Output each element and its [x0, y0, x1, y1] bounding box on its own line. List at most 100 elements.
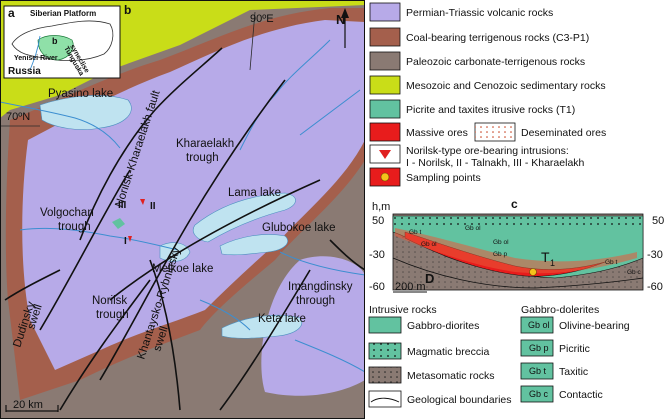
swatch-gb-p	[520, 339, 554, 357]
section-right-tick-50: 50	[652, 215, 664, 227]
inset-map: Siberian Platform Yenisei River b Tungus…	[3, 5, 121, 79]
lake-label-pyasino: Pyasino lake	[48, 88, 113, 100]
glubokoe-lake	[219, 234, 288, 256]
section-right-tick-m60: -60	[647, 281, 663, 293]
metasomatic-label: Metasomatic rocks	[407, 370, 495, 382]
trough-label-kharaelakh-2: trough	[186, 152, 219, 164]
cross-section: c h,m 50 -30 -60 50 -30 -60 Gb ol Gb ol …	[369, 197, 664, 293]
dolerites-title: Gabbro-dolerites	[521, 304, 599, 316]
legend-disseminated-label: Deseminated ores	[521, 127, 606, 139]
panel-b-label: b	[124, 3, 131, 17]
intrusion-icon	[379, 150, 391, 159]
gb-c-label: Contactic	[559, 389, 603, 401]
sampling-point-icon	[380, 172, 390, 182]
keta-lake	[221, 314, 302, 339]
section-left-tick-m30: -30	[369, 249, 385, 261]
swatch-gabbro-diorites	[368, 316, 402, 334]
gb-p-tag: Gb p	[529, 343, 549, 353]
lat-label: 70ºN	[6, 111, 30, 123]
trough-label-imangdinsky: Imangdinsky	[288, 281, 353, 293]
volcanic-area-south	[261, 256, 365, 396]
trough-label-volgochan: Volgochan	[40, 207, 94, 219]
gb-t-label: Taxitic	[559, 366, 588, 378]
legend-intrusions-names: I - Norilsk, II - Talnakh, III - Kharael…	[406, 157, 585, 169]
swatch-gb-ol	[520, 316, 554, 334]
gb-ol-label: Olivine-bearing	[559, 320, 630, 332]
dolerite-list: Gb ol Olivine-bearing Gb p Picritic Gb t…	[520, 316, 630, 403]
swatch-volcanic	[369, 2, 401, 22]
map-scale-bar: 20 km	[5, 399, 59, 412]
legend-mesozoic-label: Mesozoic and Cenozoic sedimentary rocks	[406, 80, 606, 92]
swatch-gb-t	[520, 362, 554, 380]
swatch-gb-c	[520, 385, 554, 403]
north-label: N	[336, 12, 345, 27]
unit-tag: Gb t	[409, 229, 421, 236]
section-label: c	[511, 197, 518, 211]
swatch-coal	[369, 27, 401, 47]
intrusion-label-ii: II	[150, 201, 156, 212]
breccia-label: Magmatic breccia	[407, 346, 489, 358]
section-left-tick-50: 50	[372, 215, 384, 227]
bottom-legend: Intrusive rocks Gabbro-diorites Magmatic…	[368, 304, 630, 408]
lake-label-glubokoe: Glubokoe lake	[262, 222, 336, 234]
trough-label-norilsk-2: trough	[96, 309, 129, 321]
section-breccia-layer	[393, 216, 643, 228]
inset-b-mark: b	[52, 36, 58, 46]
panel-a-label: a	[8, 6, 15, 20]
unit-tag: Gb t	[605, 259, 617, 266]
legend-panel: Permian-Triassic volcanic rocks Coal-bea…	[368, 2, 664, 408]
section-scale-label: 200 m	[395, 281, 426, 293]
intrusion-label-iii: III	[118, 200, 127, 211]
swatch-massive	[369, 122, 401, 142]
section-axis-title: h,m	[372, 201, 390, 213]
intrusive-title: Intrusive rocks	[369, 304, 437, 316]
unit-tag: Gb ol	[465, 225, 481, 232]
swatch-paleozoic	[369, 51, 401, 71]
intrusion-marker-talnakh	[140, 199, 145, 205]
gb-c-tag: Gb c	[529, 389, 549, 399]
section-d-label: D	[425, 271, 434, 286]
platform-area	[37, 35, 74, 61]
section-lower-contact	[392, 257, 644, 289]
geological-map: Siberian Platform Yenisei River b Tungus…	[0, 0, 365, 419]
gb-p-label: Picritic	[559, 343, 590, 355]
inset-river-label: Yenisei River	[14, 55, 58, 62]
unit-tag: Gb p	[493, 251, 507, 258]
section-body-sub: 1	[550, 258, 555, 268]
lake-label-melkoe: Melkoe lake	[152, 263, 213, 275]
unit-tag: Gb c	[627, 269, 641, 276]
pyasino-lake	[39, 95, 132, 130]
unit-tag: Gb ol	[493, 239, 509, 246]
legend-massive-label: Massive ores	[406, 127, 468, 139]
inset-country-label: Russia	[8, 66, 41, 77]
meridian-90e	[249, 11, 256, 71]
russia-outline	[11, 20, 114, 62]
swatch-boundaries	[368, 390, 402, 408]
legend-sampling-label: Sampling points	[406, 172, 481, 184]
yenisei-river-line	[29, 35, 41, 71]
gb-t-tag: Gb t	[529, 366, 547, 376]
swatch-picrite	[369, 99, 401, 119]
faults	[4, 47, 365, 411]
legend-intrusions-title: Norilsk-type ore-bearing intrusions:	[406, 145, 569, 157]
section-left-tick-m60: -60	[369, 281, 385, 293]
legend-paleozoic-label: Paleozoic carbonate-terrigenous rocks	[406, 56, 585, 68]
section-sampling-point	[529, 268, 537, 276]
trough-label-norilsk: Norilsk	[92, 295, 127, 307]
section-unit-tags: Gb ol Gb ol Gb t Gb ol Gb p Gb t Gb c	[409, 225, 641, 276]
gb-ol-tag: Gb ol	[528, 320, 550, 330]
legend-volcanic-label: Permian-Triassic volcanic rocks	[406, 7, 553, 19]
section-disseminated-ore	[395, 228, 637, 274]
boundaries-label: Geological boundaries	[407, 394, 512, 406]
lon-label: 90ºE	[250, 13, 274, 25]
gabbro-diorites-label: Gabbro-diorites	[407, 320, 479, 332]
swatch-mesozoic	[369, 75, 401, 95]
intrusion-label-i: I	[124, 236, 127, 247]
trough-label-kharaelakh: Kharaelakh	[176, 138, 234, 150]
map-scale-label: 20 km	[13, 399, 43, 411]
boundary-line-icon	[370, 397, 400, 403]
section-right-tick-m30: -30	[647, 249, 663, 261]
intrusion-marker-norilsk	[128, 236, 132, 242]
inset-platform-label: Siberian Platform	[30, 9, 96, 18]
trough-label-imangdinsky-2: through	[296, 295, 335, 307]
